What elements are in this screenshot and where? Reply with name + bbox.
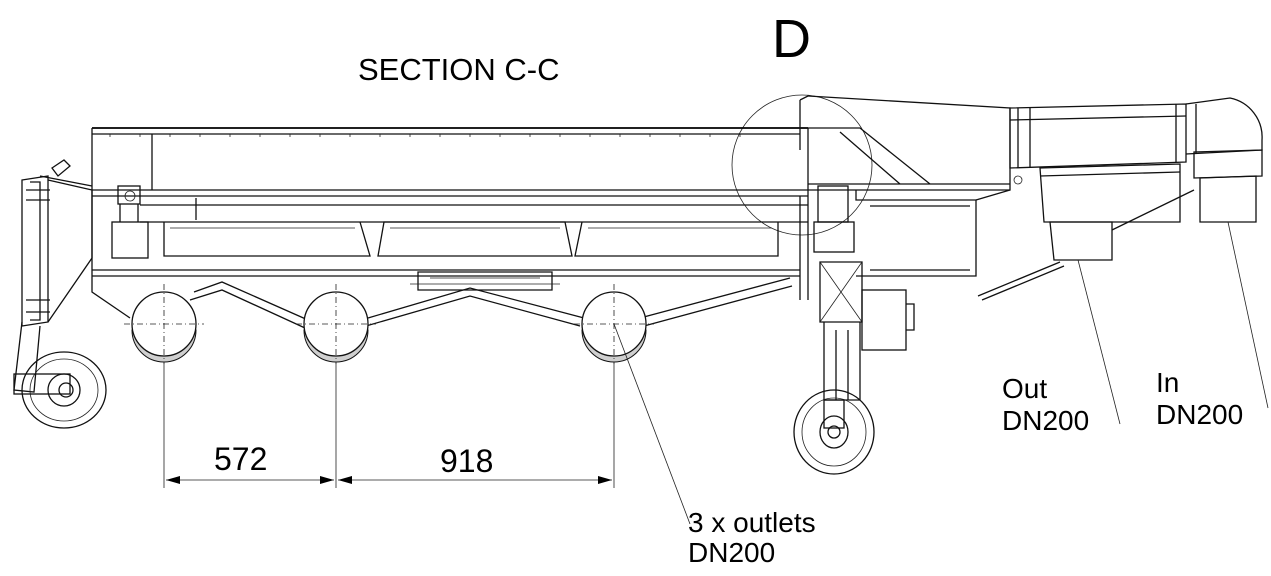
dimension-lines — [163, 362, 615, 488]
left-wheel — [13, 351, 107, 429]
dimension-918: 918 — [440, 443, 493, 479]
section-title: SECTION C-C — [358, 52, 560, 87]
left-tow-frame — [13, 159, 93, 393]
outlets-label-line2: DN200 — [688, 537, 775, 568]
out-label-line1: Out — [1002, 373, 1047, 404]
outlet-1 — [124, 284, 204, 364]
right-wheel — [793, 389, 875, 475]
right-frame — [799, 95, 1263, 301]
leader-lines — [613, 221, 1269, 525]
in-label-line2: DN200 — [1156, 399, 1243, 430]
in-label-line1: In — [1156, 367, 1179, 398]
out-label-line2: DN200 — [1002, 405, 1089, 436]
right-leg — [813, 185, 915, 401]
dimension-572: 572 — [214, 441, 267, 477]
outlet-2 — [296, 284, 376, 364]
detail-circle — [731, 94, 873, 236]
detail-marker: D — [772, 9, 811, 69]
outlets-label-line1: 3 x outlets — [688, 507, 816, 538]
main-chassis — [91, 127, 809, 329]
